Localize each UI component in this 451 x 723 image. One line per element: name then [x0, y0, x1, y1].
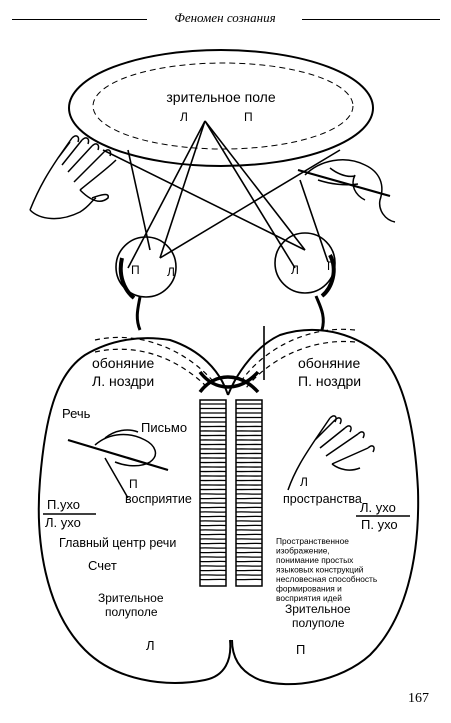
left-smell-line2: Л. ноздри [92, 373, 154, 389]
olfactory-tracts [94, 328, 356, 389]
left-hand-marker: П [129, 477, 138, 491]
visual-field-right-label: П [244, 110, 253, 124]
left-side-label: Л [146, 638, 155, 653]
visual-field-outer [68, 49, 374, 167]
visual-pathway-lines [102, 120, 341, 269]
right-description-line: языковых конструкций [276, 565, 364, 575]
right-description-line: несловесная способность [276, 574, 378, 584]
right-eye [274, 232, 336, 331]
running-header: Феномен сознания [0, 10, 451, 30]
right-hemisphere-hand-drawing [287, 415, 375, 491]
left-eye-label-p: П [131, 263, 140, 277]
writing-hand-drawing [67, 429, 169, 499]
visual-field-title: зрительное поле [166, 89, 275, 105]
left-half-field-line2: полуполе [105, 605, 158, 619]
left-ear-top: П.ухо [47, 497, 80, 512]
visual-field-inner [92, 62, 354, 150]
right-description-line: формирования и [276, 584, 342, 594]
left-smell-line1: обоняние [92, 355, 154, 371]
corpus-callosum-left [199, 403, 227, 581]
optic-chiasm [198, 370, 260, 394]
right-description-line: понимание простых [276, 555, 354, 565]
callosum-outline-left [199, 399, 227, 587]
left-speech: Речь [62, 406, 91, 421]
left-eye-label-l: Л [167, 265, 175, 279]
callosum-outline-right [235, 399, 263, 587]
right-smell-line1: обоняние [298, 355, 360, 371]
right-eye-label-p: П [327, 259, 336, 273]
left-writing: Письмо [141, 420, 187, 435]
header-rule-left [12, 19, 147, 20]
left-hand-drawing [29, 135, 117, 220]
left-hemisphere-outline [37, 337, 232, 684]
header-rule-right [302, 19, 440, 20]
right-hand-marker: Л [300, 475, 308, 489]
right-description-line: Пространственное [276, 536, 349, 546]
left-perception: восприятие [125, 492, 192, 506]
header-title: Феномен сознания [174, 10, 276, 25]
right-hemisphere-outline [227, 326, 420, 686]
left-half-field-line1: Зрительное [98, 591, 164, 605]
right-ear-top: Л. ухо [360, 500, 396, 515]
left-ear-bottom: Л. ухо [45, 515, 81, 530]
right-eye-label-l: Л [291, 263, 299, 277]
right-description-line: восприятия идей [276, 593, 342, 603]
right-half-field-line2: полуполе [292, 616, 345, 630]
page-number: 167 [408, 691, 429, 706]
left-eye [115, 236, 177, 331]
right-ear-bottom: П. ухо [361, 517, 398, 532]
left-counting: Счет [88, 558, 117, 573]
right-space: пространства [283, 492, 362, 506]
corpus-callosum-right [235, 403, 263, 581]
visual-field-left-label: Л [180, 110, 188, 124]
right-half-field-line1: Зрительное [285, 602, 351, 616]
left-main-speech-center: Главный центр речи [59, 536, 176, 550]
right-smell-line2: П. ноздри [298, 373, 361, 389]
right-hand-drawing [297, 159, 396, 223]
right-side-label: П [296, 642, 305, 657]
right-description-line: изображение, [276, 546, 330, 556]
